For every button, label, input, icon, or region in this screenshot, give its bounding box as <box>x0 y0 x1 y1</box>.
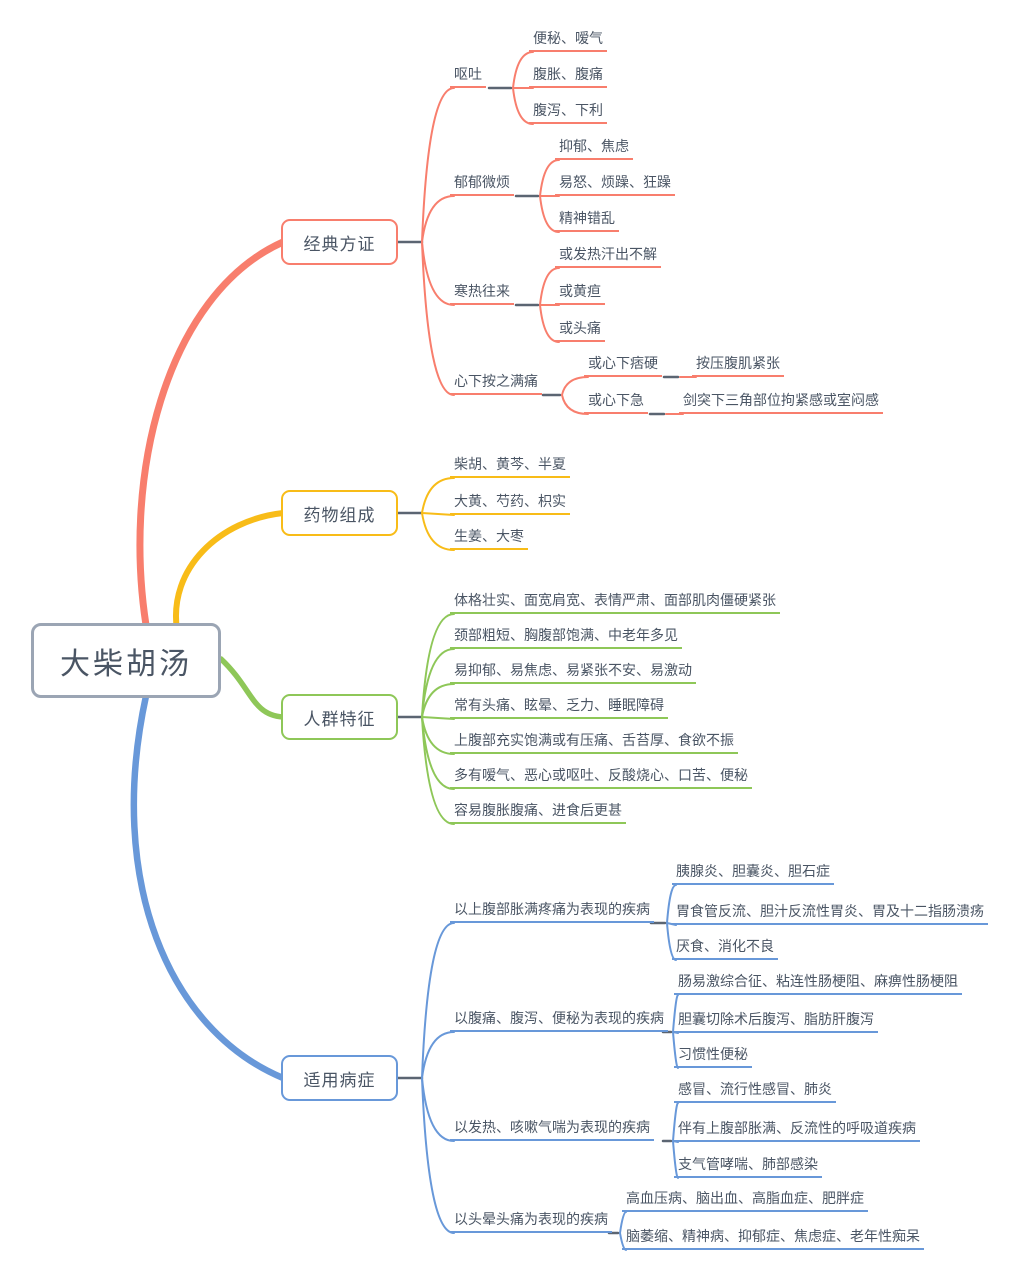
topic-diseases[interactable]: 适用病症 <box>281 1055 398 1101</box>
root-topic[interactable]: 大柴胡汤 <box>31 623 221 698</box>
topic-people[interactable]: 人群特征 <box>281 694 398 740</box>
node-people-build[interactable]: 体格壮实、面宽肩宽、表情严肃、面部肌肉僵硬紧张 <box>450 592 780 614</box>
node-herbs-1[interactable]: 柴胡、黄芩、半夏 <box>450 456 570 478</box>
node-post-cholecystectomy[interactable]: 胆囊切除术后腹泻、脂肪肝腹泻 <box>674 1011 878 1033</box>
node-alternating-chills-fever[interactable]: 寒热往来 <box>450 283 514 305</box>
node-people-abdomen[interactable]: 上腹部充实饱满或有压痛、舌苔厚、食欲不振 <box>450 732 738 754</box>
node-epigastric-hardness[interactable]: 或心下痞硬 <box>584 355 662 377</box>
node-hypertension-obesity[interactable]: 高血压病、脑出血、高脂血症、肥胖症 <box>622 1190 868 1212</box>
node-fever-sweat[interactable]: 或发热汗出不解 <box>555 246 661 268</box>
topic-classic[interactable]: 经典方证 <box>281 219 398 265</box>
node-mental-confusion[interactable]: 精神错乱 <box>555 210 619 232</box>
node-headache[interactable]: 或头痛 <box>555 320 605 342</box>
node-respiratory-reflux[interactable]: 伴有上腹部胀满、反流性的呼吸道疾病 <box>674 1120 920 1142</box>
node-epigastric-urgency[interactable]: 或心下急 <box>584 392 648 414</box>
node-anorexia[interactable]: 厌食、消化不良 <box>672 938 778 960</box>
node-people-neck[interactable]: 颈部粗短、胸腹部饱满、中老年多见 <box>450 627 682 649</box>
node-irritability[interactable]: 易怒、烦躁、狂躁 <box>555 174 675 196</box>
node-pancreatitis[interactable]: 胰腺炎、胆囊炎、胆石症 <box>672 863 834 885</box>
node-people-mood[interactable]: 易抑郁、易焦虑、易紧张不安、易激动 <box>450 662 696 684</box>
topic-herbs[interactable]: 药物组成 <box>281 490 398 536</box>
node-abdominal-muscle-tension[interactable]: 按压腹肌紧张 <box>692 355 784 377</box>
node-epigastric-fullness-pain[interactable]: 心下按之满痛 <box>450 373 542 395</box>
node-brain-atrophy-dementia[interactable]: 脑萎缩、精神病、抑郁症、焦虑症、老年性痴呆 <box>622 1228 924 1250</box>
node-constipation-belching[interactable]: 便秘、嗳气 <box>529 30 607 52</box>
node-depressed-vexed[interactable]: 郁郁微烦 <box>450 174 514 196</box>
node-asthma-infection[interactable]: 支气管哮喘、肺部感染 <box>674 1156 822 1178</box>
node-herbs-3[interactable]: 生姜、大枣 <box>450 528 528 550</box>
node-habitual-constipation[interactable]: 习惯性便秘 <box>674 1046 752 1068</box>
node-xiphoid-tightness[interactable]: 剑突下三角部位拘紧感或室闷感 <box>679 392 883 414</box>
node-people-belching[interactable]: 多有嗳气、恶心或呕吐、反酸烧心、口苦、便秘 <box>450 767 752 789</box>
node-bowel-diseases[interactable]: 以腹痛、腹泻、便秘为表现的疾病 <box>450 1010 668 1032</box>
node-diarrhea[interactable]: 腹泻、下利 <box>529 102 607 124</box>
node-jaundice[interactable]: 或黄疸 <box>555 283 605 305</box>
node-influenza-pneumonia[interactable]: 感冒、流行性感冒、肺炎 <box>674 1081 836 1103</box>
node-depression-anxiety[interactable]: 抑郁、焦虑 <box>555 138 633 160</box>
node-people-bloating[interactable]: 容易腹胀腹痛、进食后更甚 <box>450 802 626 824</box>
node-reflux-ulcer[interactable]: 胃食管反流、胆汁反流性胃炎、胃及十二指肠溃疡 <box>672 903 988 925</box>
node-vomiting[interactable]: 呕吐 <box>450 66 486 88</box>
node-upper-abdomen-diseases[interactable]: 以上腹部胀满疼痛为表现的疾病 <box>450 901 654 923</box>
node-fever-cough-diseases[interactable]: 以发热、咳嗽气喘为表现的疾病 <box>450 1119 654 1141</box>
node-bloating-pain[interactable]: 腹胀、腹痛 <box>529 66 607 88</box>
node-ibs-obstruction[interactable]: 肠易激综合征、粘连性肠梗阻、麻痹性肠梗阻 <box>674 973 962 995</box>
node-herbs-2[interactable]: 大黄、芍药、枳实 <box>450 493 570 515</box>
node-people-headache[interactable]: 常有头痛、眩晕、乏力、睡眠障碍 <box>450 697 668 719</box>
node-dizziness-diseases[interactable]: 以头晕头痛为表现的疾病 <box>450 1211 612 1233</box>
